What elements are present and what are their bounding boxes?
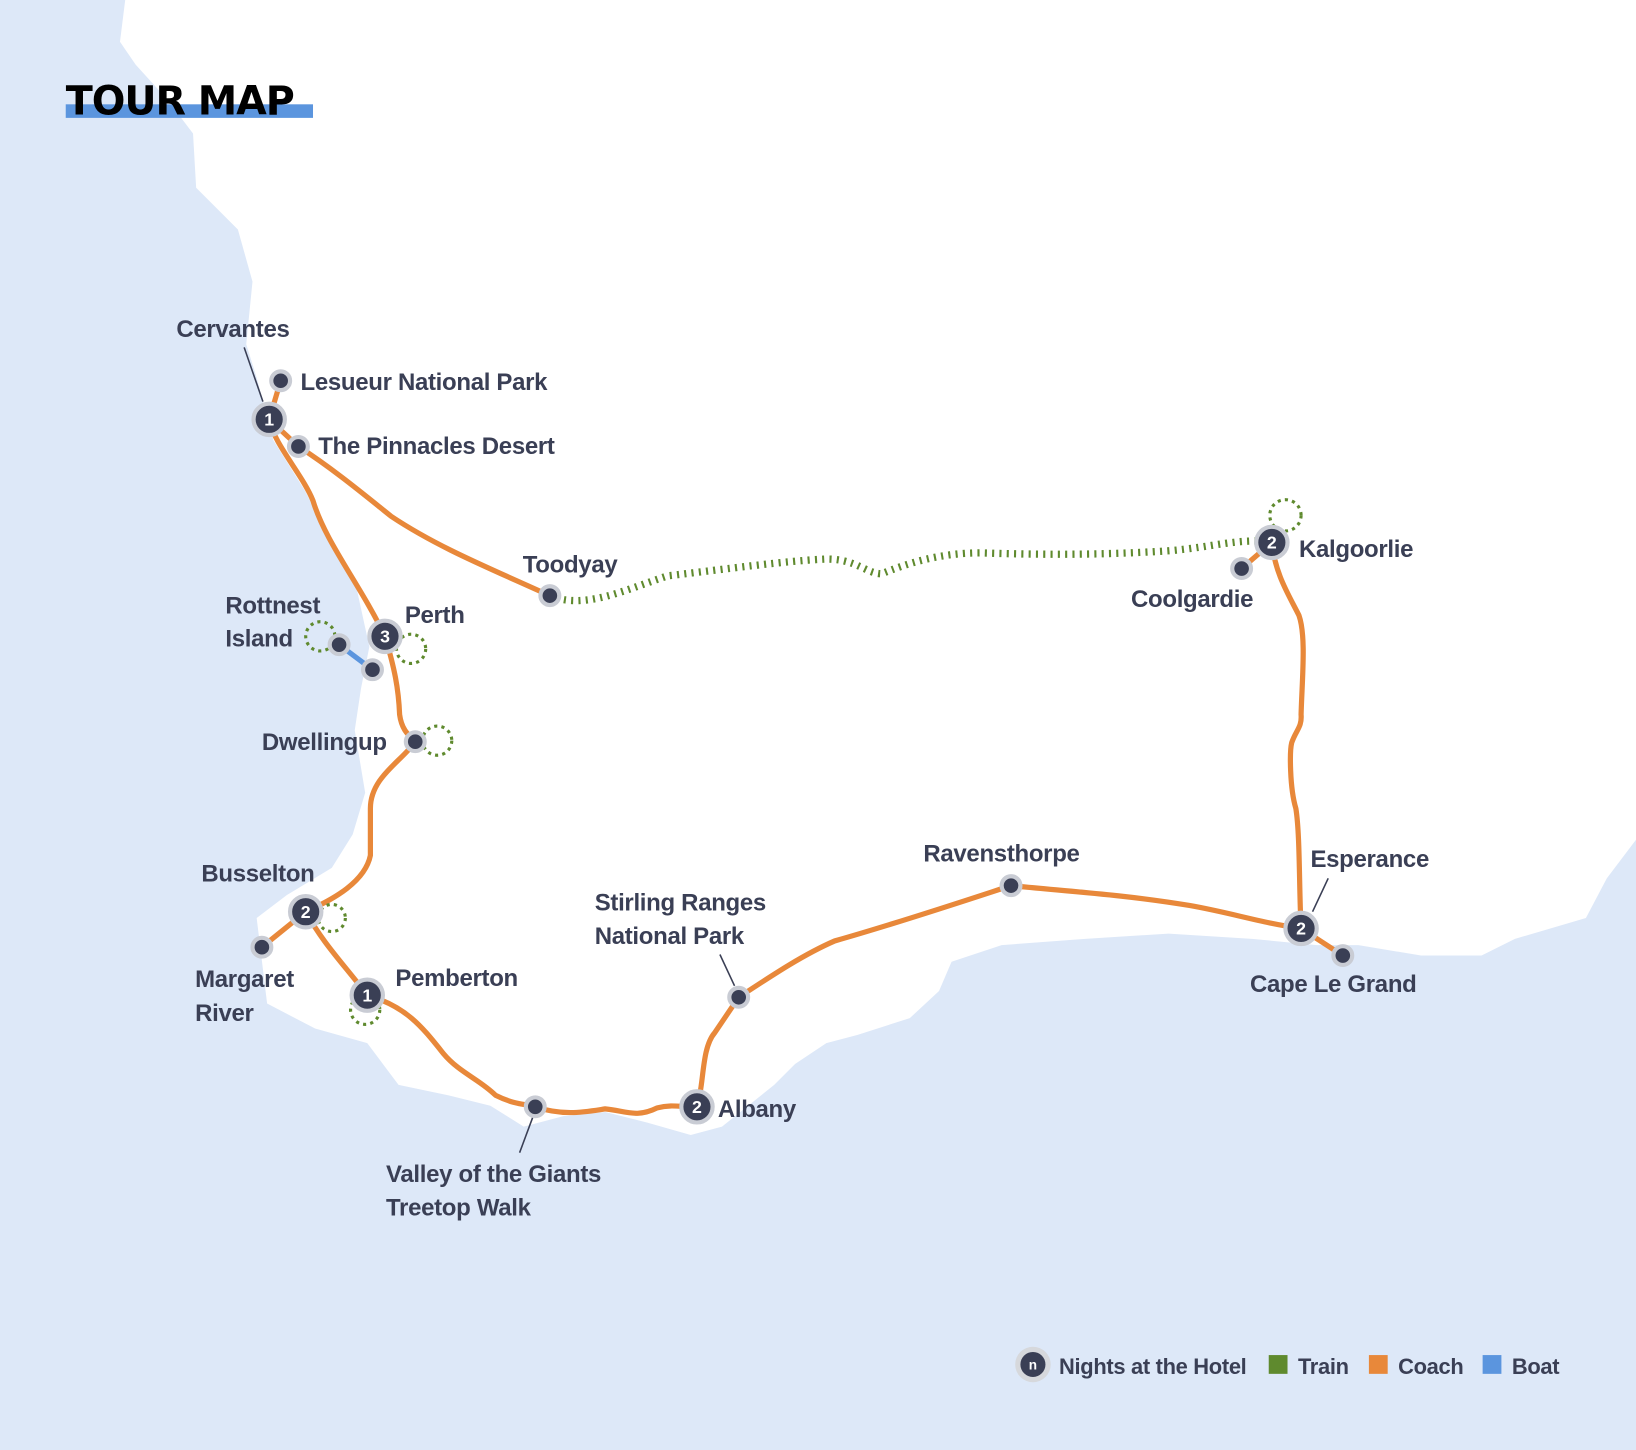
label-perth: Perth [405,602,465,629]
coach-route-west-coast [259,378,418,950]
hotel-marker-cervantes[interactable]: 1 [251,401,287,438]
label-stirling-1: Stirling Ranges [595,890,766,917]
label-ravensthorpe: Ravensthorpe [923,841,1079,868]
stop-marker-margaret-river[interactable] [250,935,274,959]
stop-marker-ravensthorpe[interactable] [999,874,1023,898]
label-valley-1: Valley of the Giants [386,1161,601,1188]
label-toodyay: Toodyay [523,552,619,579]
boat-swatch [1482,1355,1502,1374]
nights-count: 2 [301,902,311,922]
hotel-legend-symbol: n [1029,1358,1037,1373]
label-pemberton: Pemberton [395,965,517,992]
label-dwellingup: Dwellingup [262,729,387,756]
nights-count: 1 [264,410,274,430]
stop-markers [250,369,1355,1119]
esperance-leader-line [1311,878,1329,913]
label-esperance: Esperance [1310,846,1429,873]
hotel-marker-pemberton[interactable]: 1 [349,977,386,1013]
stop-marker-stirling[interactable] [727,985,751,1009]
coach-swatch [1368,1355,1388,1374]
nights-count: 2 [1267,533,1277,553]
stop-marker-dwellingup[interactable] [403,730,427,754]
nights-count: 2 [1296,919,1306,939]
label-margaret-river-2: River [195,1000,253,1027]
train-swatch [1268,1355,1288,1374]
label-stirling-2: National Park [595,923,745,950]
nights-count: 3 [380,627,390,647]
legend-hotel: n Nights at the Hotel [1015,1346,1247,1383]
stop-marker-rottnest[interactable] [327,633,351,657]
map-title: TOUR MAP [66,79,294,125]
stop-marker-coolgardie[interactable] [1230,557,1254,580]
coach-route-esperance-kalgoorlie [1238,539,1306,932]
label-cape-le-grand: Cape Le Grand [1250,971,1417,998]
label-rottnest-1: Rottnest [225,592,320,619]
place-labels: Cervantes Lesueur National Park The Pinn… [176,316,1429,1221]
hotel-marker-perth[interactable]: 3 [367,618,403,655]
title-underline [65,104,314,118]
train-route [548,537,1273,605]
label-lesueur: Lesueur National Park [300,369,548,396]
burst-icon [316,902,347,934]
hotel-marker-busselton[interactable]: 2 [287,893,324,930]
label-coolgardie: Coolgardie [1131,586,1253,613]
valley-leader-line [518,1115,534,1153]
stop-marker-lesueur[interactable] [269,369,293,393]
legend-hotel-label: Nights at the Hotel [1059,1354,1246,1379]
stop-marker-cape-le-grand[interactable] [1331,944,1355,968]
label-busselton: Busselton [201,860,314,887]
coach-route-pinnacles-toodyay [266,416,553,599]
stop-marker-valley[interactable] [523,1095,547,1119]
stirling-leader-line [719,954,736,987]
stop-marker-toodyay[interactable] [538,584,562,608]
stop-marker-pinnacles[interactable] [286,435,310,458]
label-albany: Albany [718,1096,797,1123]
legend: n Nights at the Hotel Train Coach Boat [1015,1346,1561,1383]
hotel-marker-albany[interactable]: 2 [679,1089,715,1125]
cervantes-leader-line [243,347,264,402]
legend-coach-label: Coach [1398,1354,1463,1379]
hotel-markers: 1 3 2 1 2 2 2 [251,401,1319,1125]
label-valley-2: Treetop Walk [386,1194,532,1221]
label-kalgoorlie: Kalgoorlie [1299,536,1413,563]
label-rottnest-2: Island [225,626,292,653]
label-cervantes: Cervantes [176,316,289,343]
nights-count: 1 [362,985,372,1005]
burst-icon [1268,498,1303,533]
land [119,0,1636,1135]
label-margaret-river-1: Margaret [195,966,294,993]
hotel-marker-esperance[interactable]: 2 [1283,910,1319,947]
stop-marker-fremantle[interactable] [361,658,384,682]
legend-boat-label: Boat [1512,1354,1560,1379]
legend-train-label: Train [1298,1354,1349,1379]
label-pinnacles: The Pinnacles Desert [318,433,555,460]
nights-count: 2 [692,1097,702,1117]
hotel-marker-kalgoorlie[interactable]: 2 [1254,524,1290,561]
